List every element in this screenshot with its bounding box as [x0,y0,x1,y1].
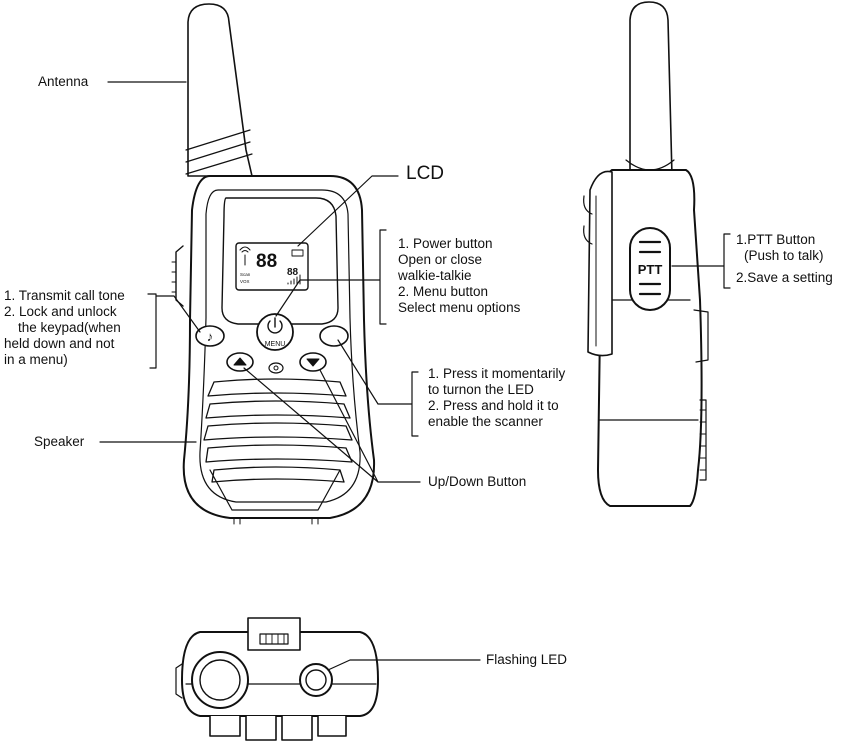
flashing-led-leader [327,659,481,671]
power-menu-line-4: 2. Menu button [398,284,489,299]
side-antenna [629,1,673,177]
note-key-glyph: ♪ [207,329,214,344]
signal-icon [239,246,251,266]
call-lock-line-1: 1. Transmit call tone [4,288,125,303]
scan-key-icon[interactable] [319,325,349,347]
power-menu-line-2: Open or close [398,252,483,267]
ptt-line-3: 2.Save a setting [736,270,833,285]
side-view [583,1,709,507]
call-lock-callout: 1. Transmit call tone 2. Lock and unlock… [4,288,125,368]
ptt-bracket [671,233,731,289]
top-antenna-inner [199,659,241,701]
call-lock-line-3: the keypad(when [18,320,121,335]
lcd-display [235,242,309,291]
belt-clip [587,170,613,357]
side-knob [175,245,184,307]
up-arrow-icon [233,357,247,366]
signal-bars-icon [287,274,301,285]
led-scan-callout: 1. Press it momentarily to turnon the LE… [428,366,565,430]
ptt-key-text: PTT [638,262,663,277]
call-lock-line-2: 2. Lock and unlock [4,304,117,319]
updown-leader [243,367,421,483]
front-led-icon [268,362,284,374]
led-scan-line-1: 1. Press it momentarily [428,366,566,381]
call-bracket [147,293,201,369]
device-text: 88 88 Scan VOX MENU ♪ PTT [207,251,663,348]
flashing-led-lens [305,669,327,691]
top-connector-pins [265,633,285,645]
power-menu-line-1: 1. Power button [398,236,493,251]
led-scan-line-4: enable the scanner [428,414,543,429]
led-bracket [337,339,419,437]
lcd-digits-big: 88 [256,251,277,272]
lcd-vox-text: VOX [240,279,250,284]
power-menu-line-3: walkie-talkie [398,268,472,283]
led-scan-line-3: 2. Press and hold it to [428,398,559,413]
antenna-shape [187,3,253,177]
call-lock-line-4: held down and not [4,336,115,351]
power-menu-callout: 1. Power button Open or close walkie-tal… [398,236,520,316]
side-body-outline [597,169,703,507]
top-connector [259,633,289,645]
updown-label: Up/Down Button [428,474,527,489]
ptt-line-1: 1.PTT Button [736,232,816,247]
menu-key-text: MENU [265,341,286,348]
speaker-grille [203,378,353,483]
front-bottom-edge [209,469,341,511]
front-body-inner [199,189,361,503]
flashing-led-label: Flashing LED [486,652,568,667]
top-side-knob [175,663,183,699]
antenna-label: Antenna [38,74,89,89]
flashing-led-icon [299,663,333,697]
front-view [171,3,376,525]
side-knob-ridges [171,261,177,293]
ptt-line-2: (Push to talk) [744,248,824,263]
speaker-label: Speaker [34,434,85,449]
power-bracket [275,229,387,325]
power-menu-line-5: Select menu options [398,300,521,315]
battery-icon [291,249,304,257]
note-key-icon[interactable] [195,325,225,347]
lcd-label: LCD [406,163,445,184]
leader-lines [99,81,731,671]
front-screen-bezel [221,197,339,325]
ptt-ridges [638,240,662,296]
front-led-dot [273,365,279,371]
top-feet [209,715,347,741]
front-feet [233,517,319,525]
side-switch-ridges [699,409,707,471]
power-menu-button[interactable] [256,313,294,351]
call-lock-line-5: in a menu) [4,352,68,367]
power-icon [267,317,283,334]
antenna-collar [185,129,253,175]
lcd-leader [297,175,399,247]
down-arrow-icon [306,358,320,367]
led-scan-line-2: to turnon the LED [428,382,534,397]
top-view [175,617,379,741]
ptt-button[interactable] [629,227,671,311]
side-switches [693,309,709,481]
lcd-digits-small: 88 [287,267,299,278]
ptt-callout: 1.PTT Button (Push to talk) 2.Save a set… [736,232,833,286]
lcd-scan-text: Scan [240,272,251,277]
belt-clip-hinge [583,195,593,245]
